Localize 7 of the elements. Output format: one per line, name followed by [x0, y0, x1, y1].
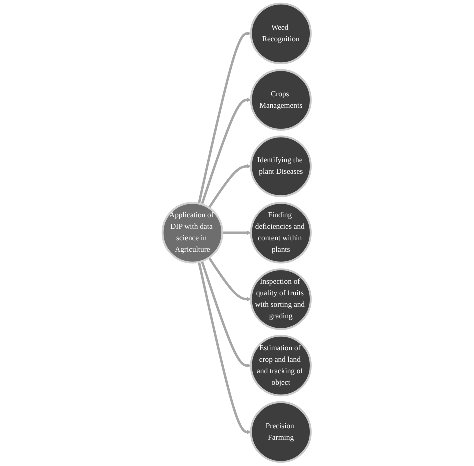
arrow	[201, 260, 252, 368]
arrow	[222, 230, 252, 236]
arrow	[198, 262, 252, 434]
arrow	[208, 257, 252, 302]
arrow	[198, 32, 252, 204]
arrow	[208, 164, 252, 209]
arrow	[201, 98, 252, 206]
